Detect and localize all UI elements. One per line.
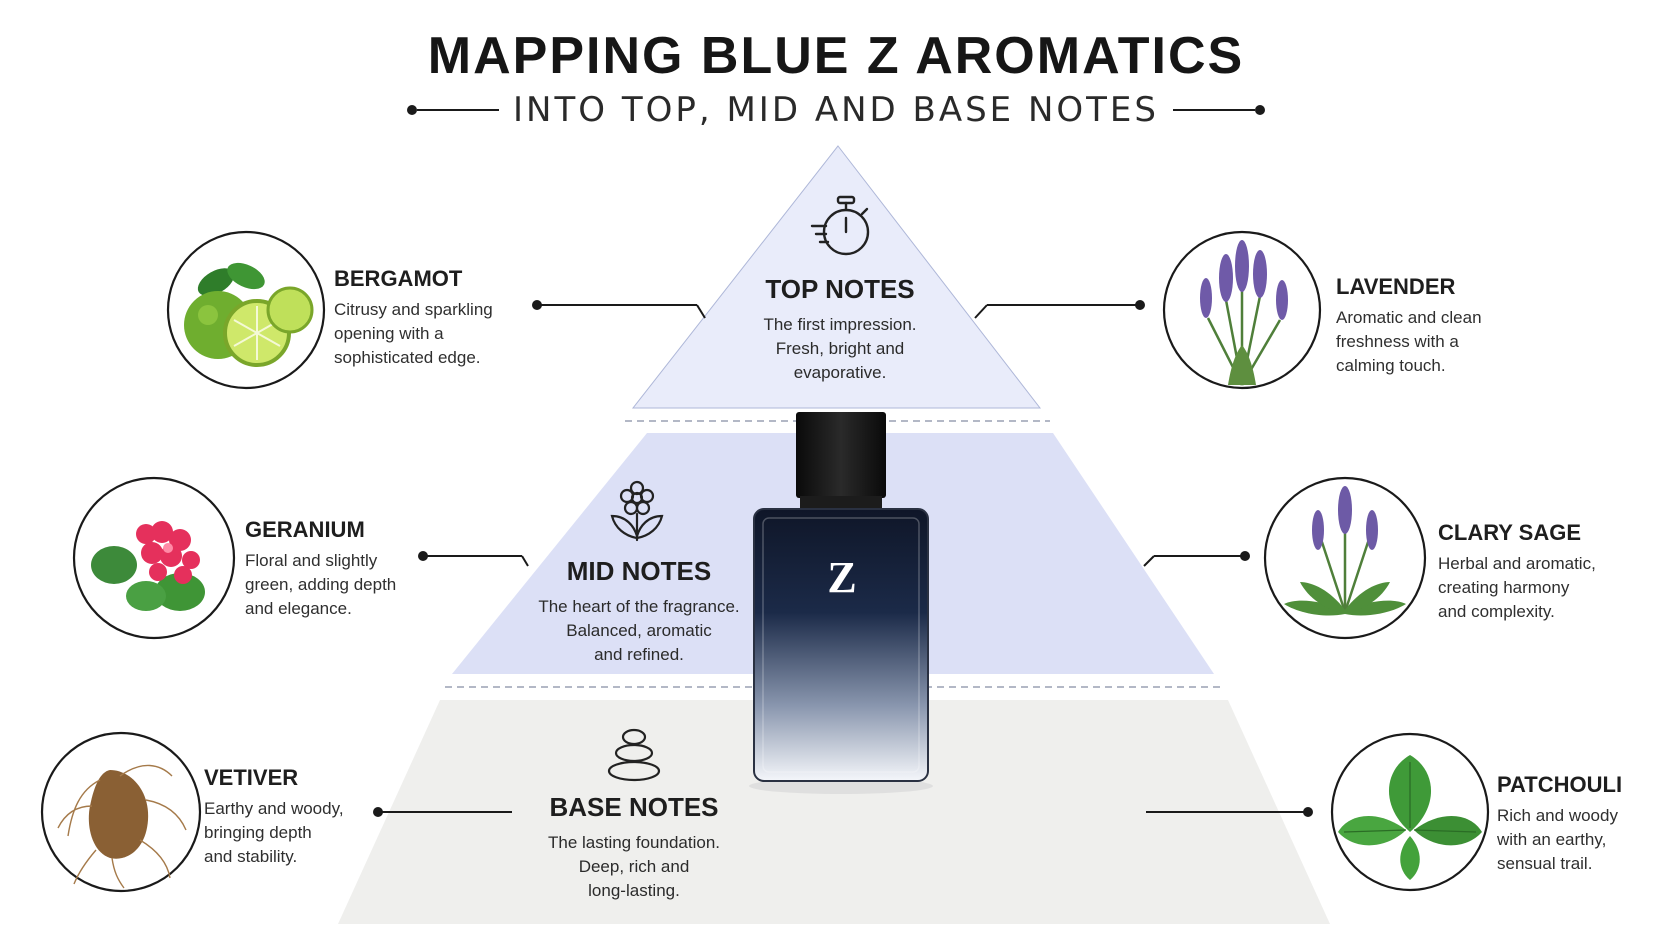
note-vetiver: VETIVER Earthy and woody, bringing depth… — [204, 765, 384, 869]
clary-sage-icon — [1263, 476, 1427, 640]
patchouli-leaf-icon — [1330, 732, 1490, 892]
note-geranium-name: GERANIUM — [245, 517, 365, 542]
note-vetiver-desc: Earthy and woody, bringing depth and sta… — [204, 799, 344, 866]
subtitle-row: INTO TOP, MID AND BASE NOTES — [0, 88, 1672, 132]
note-vetiver-name: VETIVER — [204, 765, 299, 790]
connector-patchouli — [1146, 807, 1313, 817]
perfume-bottle-icon — [749, 412, 933, 794]
stopwatch-icon — [810, 195, 870, 256]
flower-icon — [610, 480, 664, 542]
subtitle-rule-right — [1172, 105, 1265, 115]
bergamot-icon — [166, 230, 326, 390]
connector-lavender — [974, 300, 1145, 319]
connector-vetiver — [373, 807, 512, 817]
tier-base-desc: The lasting foundation. Deep, rich and l… — [547, 833, 720, 900]
tier-mid: MID NOTES The heart of the fragrance. Ba… — [512, 556, 766, 667]
connector-clary-sage — [1143, 551, 1250, 567]
subtitle-rule-left — [407, 105, 500, 115]
note-geranium-desc: Floral and slightly green, adding depth … — [245, 551, 397, 618]
note-patchouli: PATCHOULI Rich and woody with an earthy,… — [1497, 772, 1667, 876]
note-geranium: GERANIUM Floral and slightly green, addi… — [245, 517, 435, 621]
tier-base: BASE NOTES The lasting foundation. Deep,… — [512, 792, 756, 903]
note-patchouli-name: PATCHOULI — [1497, 772, 1623, 797]
connector-geranium — [418, 551, 529, 567]
note-lavender: LAVENDER Aromatic and clean freshness wi… — [1336, 274, 1536, 378]
page-title: MAPPING BLUE Z AROMATICS — [427, 27, 1245, 85]
page-subtitle: INTO TOP, MID AND BASE NOTES — [513, 90, 1159, 130]
bottle-logo: Z — [827, 553, 856, 602]
tier-base-title: BASE NOTES — [549, 792, 719, 822]
tier-mid-title: MID NOTES — [566, 556, 712, 586]
note-clary-sage: CLARY SAGE Herbal and aromatic, creating… — [1438, 520, 1638, 624]
note-lavender-desc: Aromatic and clean freshness with a calm… — [1336, 308, 1482, 375]
tier-top-title: TOP NOTES — [765, 274, 915, 304]
tier-mid-desc: The heart of the fragrance. Balanced, ar… — [538, 597, 740, 664]
geranium-icon — [72, 476, 236, 640]
note-bergamot-desc: Citrusy and sparkling opening with a sop… — [334, 300, 493, 367]
tier-top: TOP NOTES The first impression. Fresh, b… — [708, 274, 972, 385]
pyramid-tier-top — [631, 145, 1042, 409]
note-lavender-name: LAVENDER — [1336, 274, 1456, 299]
tier-top-desc: The first impression. Fresh, bright and … — [763, 315, 917, 382]
note-clary-sage-desc: Herbal and aromatic, creating harmony an… — [1438, 554, 1596, 621]
connector-bergamot — [532, 300, 706, 319]
lavender-icon — [1162, 230, 1322, 390]
note-clary-sage-name: CLARY SAGE — [1438, 520, 1582, 545]
stacked-stones-icon — [607, 728, 661, 782]
note-bergamot-name: BERGAMOT — [334, 266, 463, 291]
note-bergamot: BERGAMOT Citrusy and sparkling opening w… — [334, 266, 544, 370]
pyramid-tier-base — [338, 700, 1330, 924]
vetiver-root-icon — [40, 731, 202, 893]
note-patchouli-desc: Rich and woody with an earthy, sensual t… — [1497, 806, 1618, 873]
